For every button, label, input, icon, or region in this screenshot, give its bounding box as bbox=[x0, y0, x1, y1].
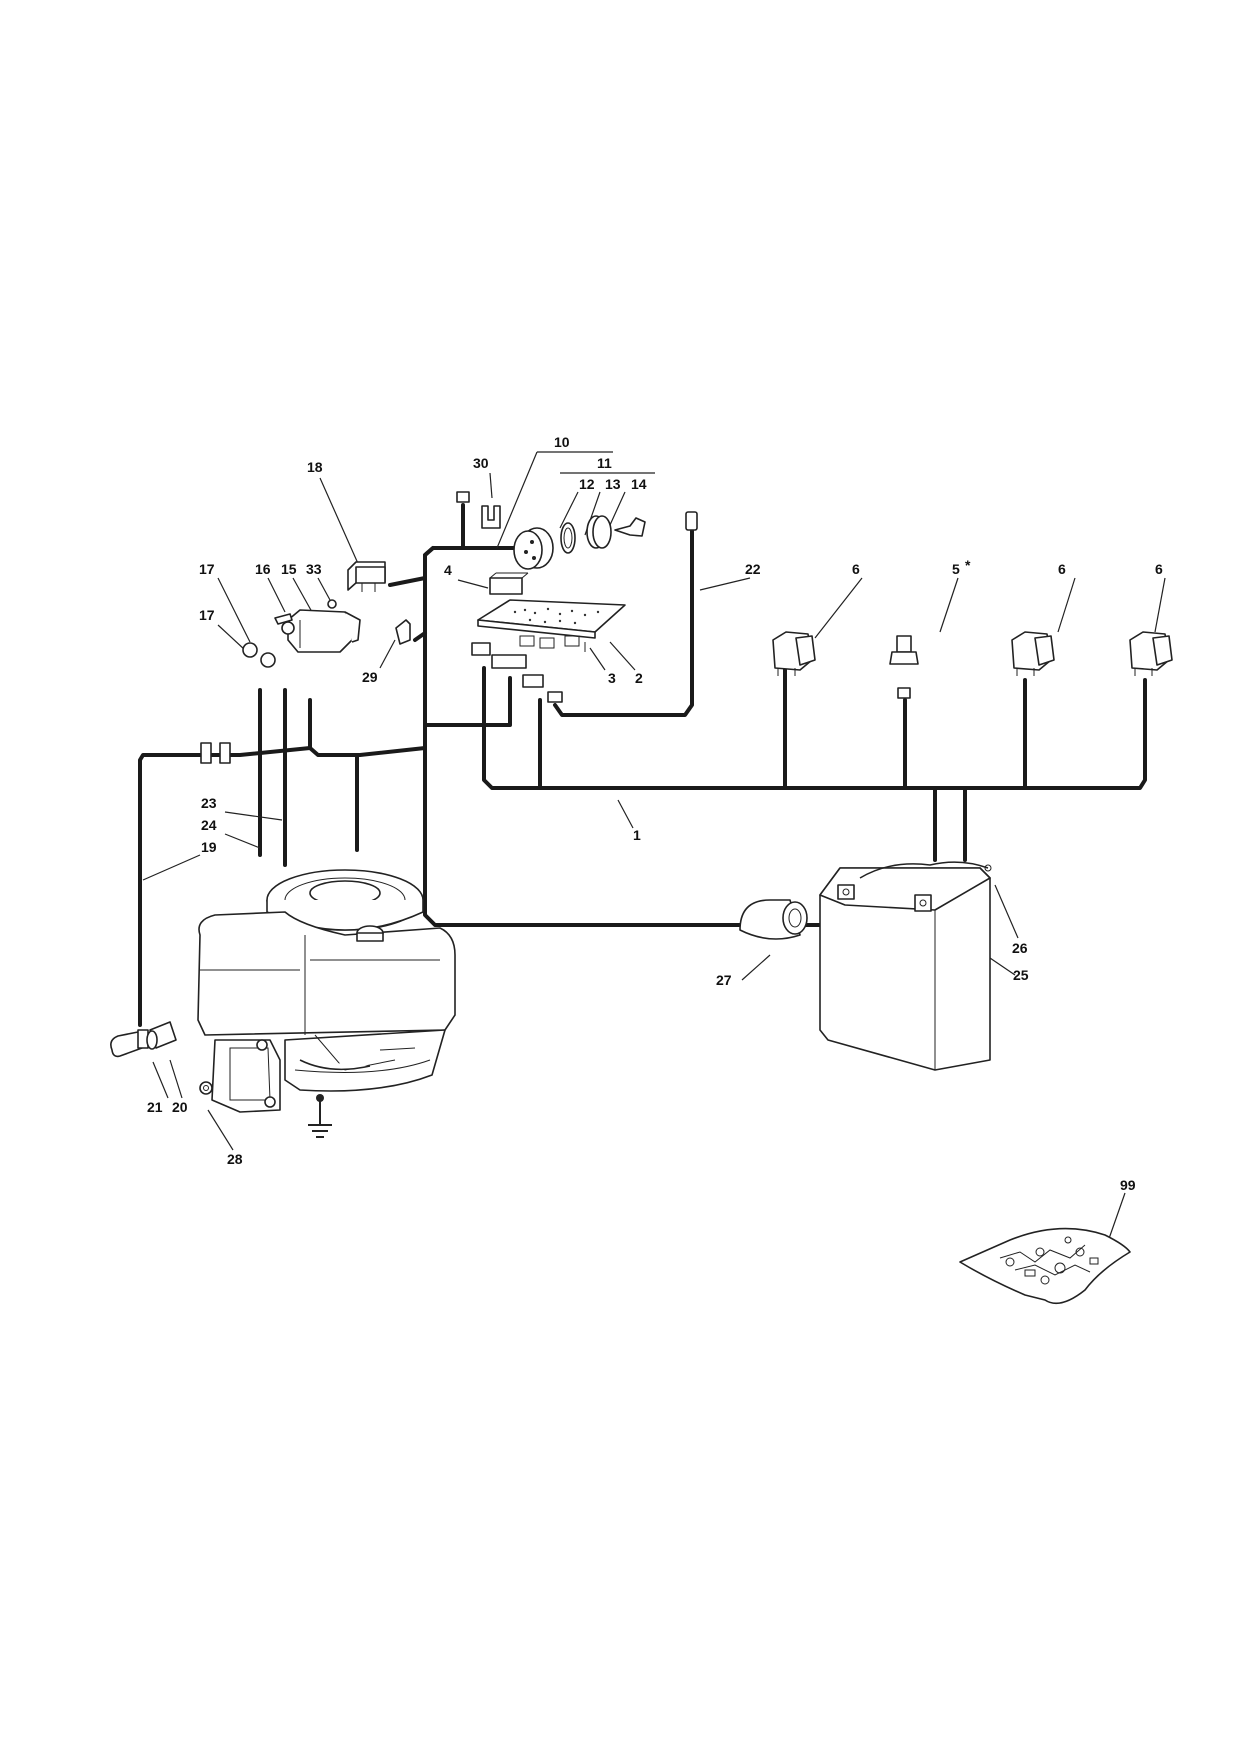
callout-24: 24 bbox=[201, 817, 217, 833]
callout-4: 4 bbox=[444, 562, 452, 578]
engine-icon bbox=[197, 869, 456, 1113]
callout-33: 33 bbox=[306, 561, 322, 577]
callout-23: 23 bbox=[201, 795, 217, 811]
main-wiring-harness bbox=[138, 503, 1147, 1027]
callout-27: 27 bbox=[716, 972, 732, 988]
callout-25: 25 bbox=[1013, 967, 1029, 983]
callout-16: 16 bbox=[255, 561, 271, 577]
callout-5: 5 bbox=[952, 561, 960, 577]
fuse-block-4 bbox=[489, 572, 529, 595]
callout-20: 20 bbox=[172, 1099, 188, 1115]
callout-11: 11 bbox=[597, 455, 612, 471]
bulb-socket-20 bbox=[146, 1021, 177, 1050]
callout-14: 14 bbox=[631, 476, 647, 492]
callout-21: 21 bbox=[147, 1099, 163, 1115]
callout-19: 19 bbox=[201, 839, 217, 855]
circuit-board-icon bbox=[477, 599, 626, 652]
callout-17b: 17 bbox=[199, 607, 215, 623]
connector-clip-30 bbox=[456, 491, 501, 529]
callout-26: 26 bbox=[1012, 940, 1028, 956]
plug-connector-29 bbox=[395, 619, 411, 645]
leader-lines bbox=[142, 451, 1166, 1251]
callout-labels: 10 11 30 12 13 14 18 22 17 16 15 33 4 6 … bbox=[147, 434, 1163, 1193]
callout-30: 30 bbox=[473, 455, 489, 471]
switch-6-a bbox=[772, 631, 816, 676]
switch-6-b bbox=[1011, 631, 1055, 676]
callout-99: 99 bbox=[1120, 1177, 1136, 1193]
nut-28 bbox=[199, 1081, 213, 1095]
callout-12: 12 bbox=[579, 476, 595, 492]
ignition-key-icon bbox=[513, 515, 646, 570]
terminal-cover-27 bbox=[739, 899, 808, 940]
switch-icon bbox=[347, 561, 386, 592]
callout-6a: 6 bbox=[852, 561, 860, 577]
sensor-5 bbox=[889, 635, 919, 699]
callout-6b: 6 bbox=[1058, 561, 1066, 577]
callout-17a: 17 bbox=[199, 561, 215, 577]
callout-28: 28 bbox=[227, 1151, 243, 1167]
battery-icon bbox=[819, 861, 992, 1071]
callout-13: 13 bbox=[605, 476, 621, 492]
bulb-icon bbox=[110, 1029, 149, 1058]
callout-2: 2 bbox=[635, 670, 643, 686]
harness-connectors bbox=[200, 642, 563, 764]
ground-symbol-icon bbox=[308, 1094, 332, 1138]
callout-15: 15 bbox=[281, 561, 297, 577]
callout-29: 29 bbox=[362, 669, 378, 685]
switch-6-c bbox=[1129, 631, 1173, 676]
callout-5-mark: * bbox=[965, 557, 971, 573]
hardware-bag-icon bbox=[959, 1227, 1131, 1305]
relay-icon bbox=[242, 599, 361, 668]
callout-3: 3 bbox=[608, 670, 616, 686]
callout-22: 22 bbox=[745, 561, 761, 577]
callout-1: 1 bbox=[633, 827, 641, 843]
wire-terminal-22 bbox=[685, 511, 698, 531]
callout-10: 10 bbox=[554, 434, 570, 450]
callout-6c: 6 bbox=[1155, 561, 1163, 577]
callout-18: 18 bbox=[307, 459, 323, 475]
